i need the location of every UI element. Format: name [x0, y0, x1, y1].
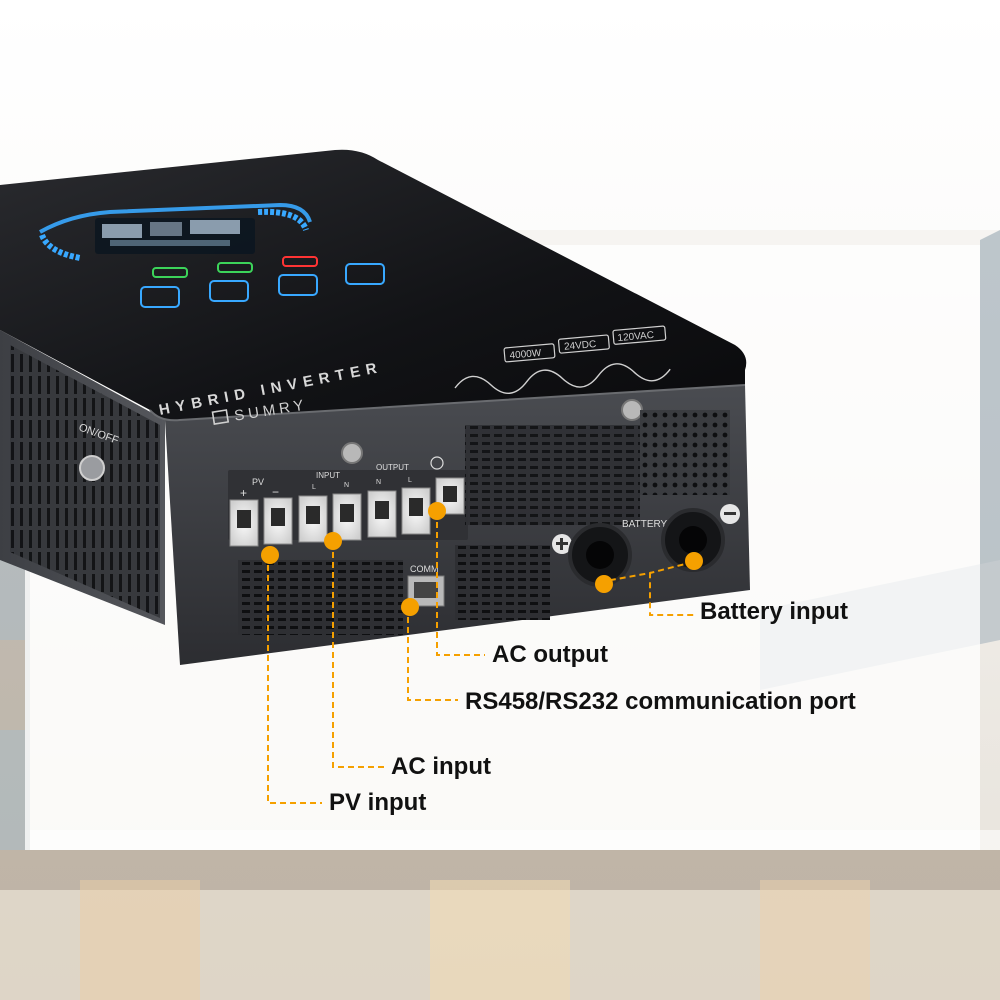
brand-logo-icon	[211, 409, 230, 425]
hybrid-inverter: HYBRID INVERTER SUMRY 4000W 24VDC 120VAC…	[0, 149, 750, 665]
lcd-display	[39, 202, 312, 261]
callout-ac-input: AC input	[391, 753, 491, 780]
dot-battery-minus	[685, 552, 703, 570]
label-pv-minus: −	[272, 485, 279, 499]
screw-left	[341, 442, 363, 464]
label-input-l: L	[312, 484, 316, 491]
callout-battery-input: Battery input	[700, 598, 849, 625]
down-button[interactable]	[278, 274, 318, 296]
spec-badge-dc: 24VDC	[564, 339, 597, 353]
callout-pv-input: PV input	[329, 789, 427, 816]
spec-badges: 4000W 24VDC 120VAC	[503, 325, 667, 363]
up-button[interactable]	[209, 280, 249, 302]
label-input: INPUT	[316, 471, 340, 480]
control-buttons	[140, 256, 385, 308]
enter-button[interactable]	[345, 263, 385, 285]
spec-badge-ac: 120VAC	[617, 330, 654, 344]
callout-lines	[267, 512, 695, 804]
label-output-l: L	[408, 477, 412, 484]
ground-icon	[430, 456, 444, 470]
callout-dots	[261, 502, 703, 616]
dot-comm-port	[401, 598, 419, 616]
sine-wave-graphic	[454, 363, 671, 394]
dot-ac-input	[324, 532, 342, 550]
label-output-n: N	[376, 479, 381, 486]
label-battery: BATTERY	[622, 519, 668, 530]
esc-button[interactable]	[140, 286, 180, 308]
label-input-n: N	[344, 482, 349, 489]
callout-ac-output: AC output	[492, 641, 608, 668]
label-pv: PV	[252, 477, 264, 487]
label-pv-plus: +	[240, 486, 247, 500]
label-comm: COMM	[410, 564, 439, 574]
power-switch[interactable]	[79, 455, 105, 481]
dot-battery-plus	[595, 575, 613, 593]
spec-badge-power: 4000W	[509, 348, 542, 362]
callout-comm-port: RS458/RS232 communication port	[465, 688, 856, 715]
dot-pv-input	[261, 546, 279, 564]
terminal-block: PV + − INPUT OUTPUT L N N L	[228, 456, 468, 547]
screw-right	[621, 399, 643, 421]
label-output: OUTPUT	[376, 463, 409, 472]
dot-ac-output	[428, 502, 446, 520]
